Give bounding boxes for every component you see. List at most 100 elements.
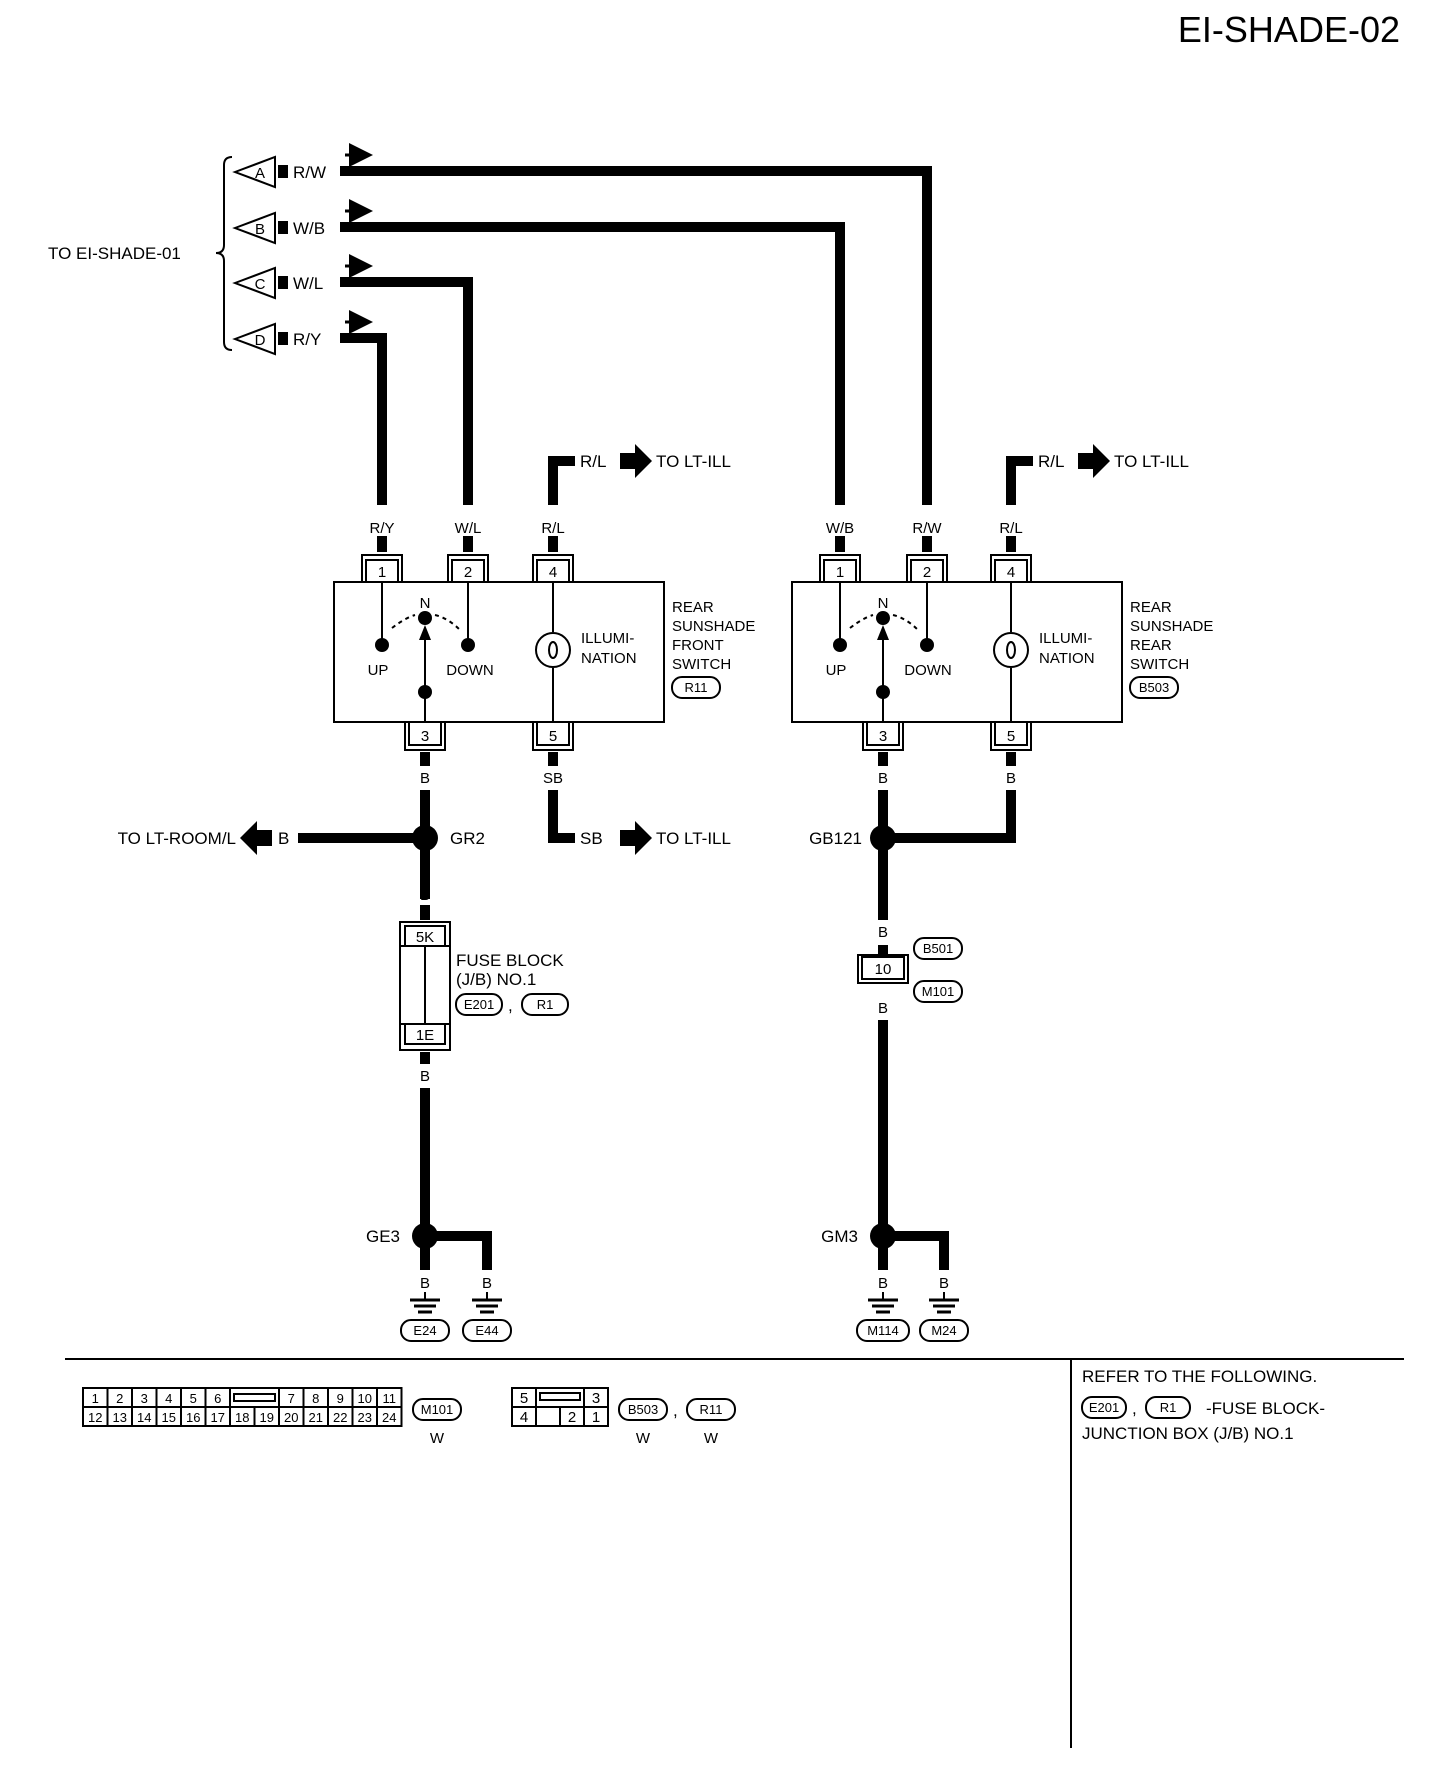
wire-color-label: R/Y	[369, 520, 394, 537]
svg-text:R/W: R/W	[293, 163, 326, 182]
svg-text:5: 5	[549, 728, 557, 745]
fuse-block: 5K 1E FUSE BLOCK (J/B) NO.1 E201 , R1	[399, 921, 569, 1051]
m101-code-badge	[412, 1398, 462, 1421]
connector-pin-number: 10	[358, 1391, 372, 1406]
svg-text:E44: E44	[475, 1323, 498, 1338]
connector-b: B W/B	[232, 199, 373, 245]
svg-text:2: 2	[923, 564, 931, 581]
svg-text:2: 2	[464, 564, 472, 581]
arrow-right-icon	[620, 444, 652, 478]
wire-color-label: R/L	[541, 520, 564, 537]
wire-color-label: W/L	[455, 520, 482, 537]
svg-text:ILLUMI-: ILLUMI-	[1039, 630, 1092, 647]
connector-pin-number: 22	[333, 1410, 347, 1425]
connector-pin-number: 18	[235, 1410, 249, 1425]
svg-text:3: 3	[592, 1390, 600, 1407]
connector-pin-number: 9	[337, 1391, 344, 1406]
svg-text:SWITCH: SWITCH	[1130, 656, 1189, 673]
svg-text:1: 1	[836, 564, 844, 581]
svg-text:1E: 1E	[416, 1027, 434, 1044]
svg-text:M101: M101	[922, 984, 955, 999]
connector-face-switch: 5 3 4 2 1	[511, 1387, 609, 1427]
svg-text:W/B: W/B	[293, 219, 325, 238]
svg-text:C: C	[255, 276, 266, 293]
svg-text:R1: R1	[537, 997, 554, 1012]
connector-c: C W/L	[232, 254, 373, 300]
ground-icon: M24	[919, 1292, 969, 1342]
connector-pin-number: 1	[92, 1391, 99, 1406]
connector-pin-number: 3	[141, 1391, 148, 1406]
ground-icon: E44	[462, 1292, 512, 1342]
rear-sunshade-front-switch: 1 2 4 3 5 N UP DOWN ILLUMI- NATION REAR …	[333, 554, 755, 751]
svg-text:UP: UP	[826, 662, 847, 679]
svg-text:FRONT: FRONT	[672, 637, 724, 654]
svg-text:1: 1	[592, 1409, 600, 1426]
splice-gb121	[870, 825, 896, 851]
connector-pin-number: 21	[309, 1410, 323, 1425]
wire-color-label: B	[278, 829, 289, 848]
refer-text: JUNCTION BOX (J/B) NO.1	[1082, 1424, 1294, 1443]
connector-pin-number: 13	[113, 1410, 127, 1425]
wire-color-label: B	[420, 1275, 430, 1292]
wire-wl	[340, 277, 473, 505]
svg-text:UP: UP	[368, 662, 389, 679]
svg-text:REAR: REAR	[1130, 637, 1172, 654]
connector-pin-cell	[376, 1406, 403, 1427]
connector-pin-number: 14	[137, 1410, 151, 1425]
svg-text:REAR: REAR	[672, 599, 714, 616]
connector-pin-number: 15	[162, 1410, 176, 1425]
ground-icon: M114	[856, 1292, 910, 1342]
arrow-left-icon	[240, 821, 272, 855]
connector-pin-number: 16	[186, 1410, 200, 1425]
connector-pin-number: 8	[312, 1391, 319, 1406]
wire-color-label: SB	[543, 770, 563, 787]
svg-text:2: 2	[568, 1409, 576, 1426]
splice-label: GE3	[366, 1227, 400, 1246]
connector-key	[233, 1393, 276, 1402]
svg-text:D: D	[255, 332, 266, 349]
rear-sunshade-rear-switch: 1 2 4 3 5 N UP DOWN ILLUMI- NATION REAR …	[791, 554, 1213, 751]
svg-text:W: W	[636, 1430, 651, 1447]
connector-pin-number: 23	[358, 1410, 372, 1425]
dest-label: TO LT-ILL	[656, 452, 731, 471]
wire-rl-rear	[1006, 456, 1033, 505]
wire-ry	[340, 333, 387, 505]
arrow-right-icon	[620, 821, 652, 855]
svg-text:N: N	[878, 595, 889, 612]
svg-text:B501: B501	[923, 941, 953, 956]
connector-pin-number: 24	[382, 1410, 396, 1425]
refer-text: -FUSE BLOCK-	[1206, 1399, 1325, 1418]
svg-text:E201: E201	[464, 997, 494, 1012]
svg-text:5: 5	[520, 1390, 528, 1407]
svg-text:M24: M24	[931, 1323, 956, 1338]
connector-brace	[215, 156, 233, 351]
wire-color-label: B	[420, 887, 430, 904]
wire-color-label: B	[878, 924, 888, 941]
connector-pin-number: 4	[165, 1391, 172, 1406]
connector-pin-number: 11	[383, 1391, 397, 1406]
connector-pin-number: 6	[214, 1391, 221, 1406]
refer-code: R1	[1160, 1400, 1177, 1415]
svg-text:,: ,	[508, 996, 513, 1015]
svg-text:B503: B503	[1139, 680, 1169, 695]
wire-wb	[340, 222, 845, 505]
svg-text:3: 3	[421, 728, 429, 745]
wire-color-label: B	[878, 770, 888, 787]
svg-text:REAR: REAR	[1130, 599, 1172, 616]
connector-pin-number: 19	[260, 1410, 274, 1425]
wire-rl-front	[548, 456, 575, 505]
ground-icon: E24	[400, 1292, 450, 1342]
wire-color-label: R/L	[999, 520, 1022, 537]
m101-code: M101	[421, 1402, 454, 1417]
svg-text:R/Y: R/Y	[293, 330, 321, 349]
svg-text:NATION: NATION	[1039, 650, 1095, 667]
svg-text:SUNSHADE: SUNSHADE	[1130, 618, 1213, 635]
svg-text:,: ,	[673, 1401, 678, 1420]
arrow-right-icon	[1078, 444, 1110, 478]
wire-color-label: B	[420, 770, 430, 787]
svg-text:N: N	[420, 595, 431, 612]
connector-d: D R/Y	[232, 310, 373, 356]
svg-text:M114: M114	[867, 1323, 899, 1338]
refer-code: E201	[1089, 1400, 1119, 1415]
